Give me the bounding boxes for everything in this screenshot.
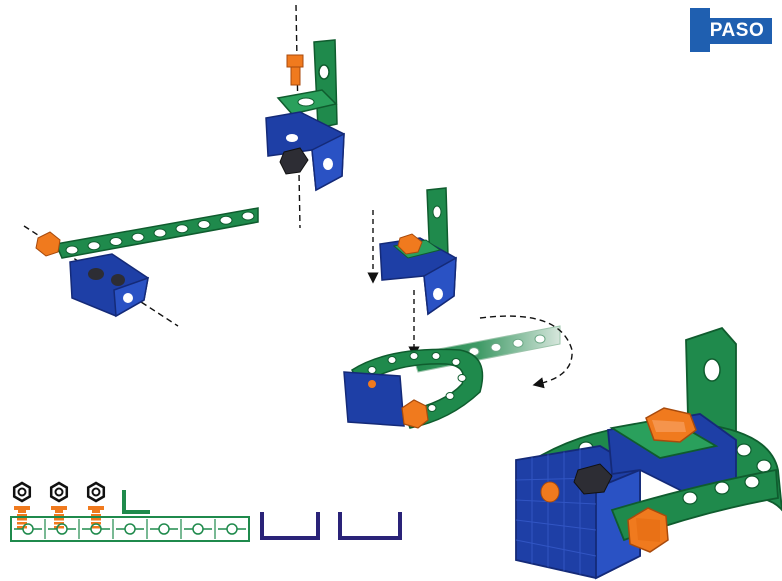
strip-hole bbox=[124, 523, 136, 535]
strip-hole bbox=[153, 228, 167, 238]
u-channel-icon bbox=[338, 512, 402, 540]
u-channel-icon bbox=[260, 512, 320, 540]
strip-hole bbox=[131, 232, 145, 242]
strip-with-bracket-assembly bbox=[23, 207, 259, 327]
step-badge: PASO bbox=[690, 8, 780, 52]
strip-hole bbox=[512, 338, 524, 348]
nut-icon bbox=[49, 481, 69, 503]
orange-bolt bbox=[286, 54, 304, 86]
step-badge-label: PASO bbox=[702, 18, 772, 44]
band-hole bbox=[744, 475, 760, 489]
strip-hole bbox=[90, 523, 102, 535]
band-hole bbox=[736, 443, 752, 457]
exploded-bracket-assembly bbox=[265, 4, 345, 229]
strip-hole bbox=[241, 211, 255, 221]
bolt-icon bbox=[51, 506, 67, 529]
strip-hole bbox=[175, 224, 189, 234]
strip-hole bbox=[409, 352, 419, 360]
strip-hole bbox=[56, 523, 68, 535]
angle-bracket-icon bbox=[122, 490, 150, 514]
parts-list bbox=[10, 481, 402, 542]
band-hole bbox=[682, 491, 698, 505]
nut-icon bbox=[12, 481, 32, 503]
perforated-strip-icon bbox=[10, 516, 250, 542]
strip-hole bbox=[427, 404, 437, 412]
final-assembly bbox=[515, 326, 782, 580]
nut-icon bbox=[86, 481, 106, 503]
strip-hole bbox=[197, 220, 211, 229]
curved-strip-step bbox=[343, 315, 573, 429]
strip-hole bbox=[451, 358, 461, 366]
band-hole bbox=[756, 459, 772, 473]
bolt-icon bbox=[14, 506, 30, 529]
strip-hole bbox=[445, 392, 455, 400]
rotation-arrow-icon bbox=[479, 315, 573, 389]
strip-hole bbox=[387, 356, 397, 364]
strip-hole bbox=[219, 215, 233, 225]
strip-hole bbox=[87, 241, 101, 251]
strip-hole bbox=[22, 523, 34, 535]
strip-hole bbox=[192, 523, 204, 535]
strip-hole bbox=[490, 342, 502, 352]
strip-hole bbox=[109, 237, 123, 246]
strip-hole bbox=[457, 374, 467, 382]
strip-hole bbox=[367, 366, 377, 374]
strip-hole bbox=[158, 523, 170, 535]
band-hole bbox=[714, 481, 730, 495]
angle-bracket-step bbox=[367, 187, 457, 358]
strip-hole bbox=[431, 352, 441, 360]
strip-hole bbox=[65, 245, 79, 255]
strip-hole bbox=[226, 523, 238, 535]
strip-hole bbox=[534, 334, 546, 344]
